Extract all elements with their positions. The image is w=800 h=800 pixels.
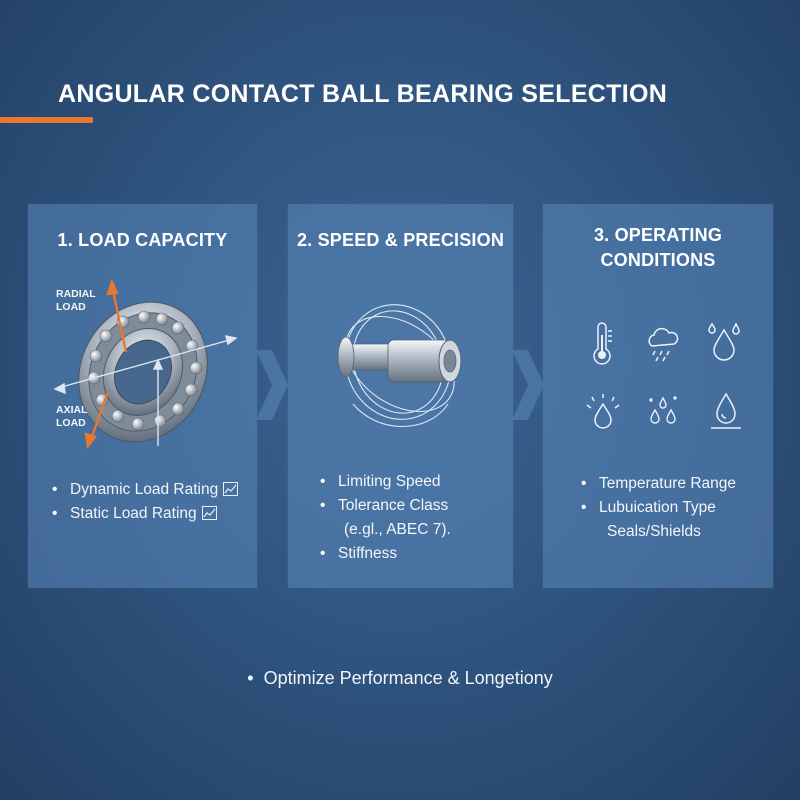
panel-title-load-capacity: 1. LOAD CAPACITY	[57, 230, 228, 250]
cloud-rain-icon	[648, 327, 679, 362]
page-title: ANGULAR CONTACT BALL BEARING SELECTION	[58, 80, 668, 108]
list-item-continuation: (e.gl., ABEC 7).	[344, 521, 451, 538]
panel-title-speed-precision: 2. SPEED & PRECISION	[296, 230, 505, 250]
panel-load-capacity: 1. LOAD CAPACITY	[28, 204, 257, 588]
trend-chart-icon	[223, 482, 239, 496]
bullet-dot: •	[247, 668, 264, 688]
chevron-right-icon	[512, 350, 544, 420]
title-accent-bar	[0, 117, 93, 123]
list-item: Temperature Range	[579, 472, 736, 496]
sparkle-drops-icon	[649, 396, 677, 424]
footer-note: • Optimize Performance & Longetiony	[0, 668, 800, 689]
panel-title-operating-conditions: 3. OPERATING CONDITIONS	[593, 225, 723, 270]
splash-drop-icon	[586, 394, 620, 429]
list-item: Stiffness	[318, 542, 451, 566]
axial-load-label: AXIAL LOAD	[56, 404, 88, 429]
list-item: Lubuication Type	[579, 496, 736, 520]
footer-text: Optimize Performance & Longetiony	[263, 668, 553, 688]
load-capacity-list: Dynamic Load Rating Static Load Rating	[50, 478, 239, 526]
operating-conditions-list: Temperature Range Lubuication Type Seals…	[579, 472, 736, 544]
list-item: Dynamic Load Rating	[50, 478, 239, 502]
oil-drop-icon	[711, 392, 741, 429]
spindle-bearing-illustration	[337, 304, 462, 428]
panel-operating-conditions: 3. OPERATING CONDITIONS	[543, 204, 773, 588]
thermometer-icon	[593, 322, 612, 365]
ball-bearing-illustration	[53, 278, 238, 449]
radial-load-label: RADIAL LOAD	[56, 288, 96, 313]
list-item: Static Load Rating	[50, 502, 238, 526]
water-drops-icon	[708, 322, 740, 361]
panel-speed-precision: 2. SPEED & PRECISION Limiting Speed Tole…	[288, 204, 513, 588]
list-item-continuation: Seals/Shields	[607, 523, 701, 540]
list-item: Limiting Speed	[318, 470, 451, 494]
trend-chart-icon	[201, 506, 217, 520]
speed-precision-list: Limiting Speed Tolerance Class (e.gl., A…	[318, 470, 451, 566]
list-item: Tolerance Class	[318, 494, 451, 518]
chevron-right-icon	[256, 350, 288, 420]
